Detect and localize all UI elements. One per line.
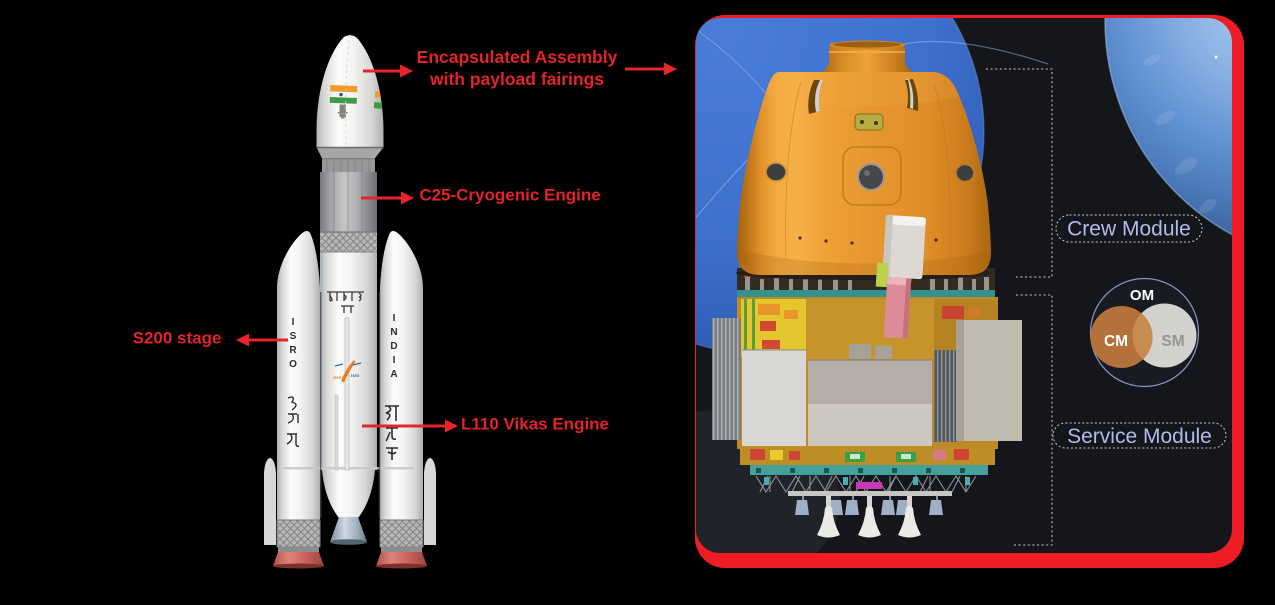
svg-text:S: S xyxy=(290,331,297,342)
svg-text:I: I xyxy=(393,355,396,366)
svg-text:N: N xyxy=(390,327,397,338)
svg-text:OM: OM xyxy=(1130,287,1154,304)
svg-text:Crew Module: Crew Module xyxy=(1067,218,1191,241)
svg-text:with payload fairings: with payload fairings xyxy=(429,69,604,89)
svg-text:Service Module: Service Module xyxy=(1067,425,1212,448)
svg-text:isro: isro xyxy=(351,373,360,378)
svg-text:isro: isro xyxy=(333,375,342,380)
svg-text:CM: CM xyxy=(1104,333,1128,350)
svg-text:A: A xyxy=(390,369,397,380)
svg-text:I: I xyxy=(292,317,295,328)
svg-text:I: I xyxy=(393,313,396,324)
svg-text:S200 stage: S200 stage xyxy=(133,329,222,348)
svg-text:Encapsulated Assembly: Encapsulated Assembly xyxy=(417,47,618,67)
svg-text:R: R xyxy=(289,345,297,356)
svg-text:D: D xyxy=(390,341,397,352)
svg-text:C25-Cryogenic Engine: C25-Cryogenic Engine xyxy=(419,186,600,205)
svg-text:O: O xyxy=(289,359,297,370)
svg-text:L110 Vikas Engine: L110 Vikas Engine xyxy=(461,415,609,434)
svg-text:SM: SM xyxy=(1161,333,1184,350)
